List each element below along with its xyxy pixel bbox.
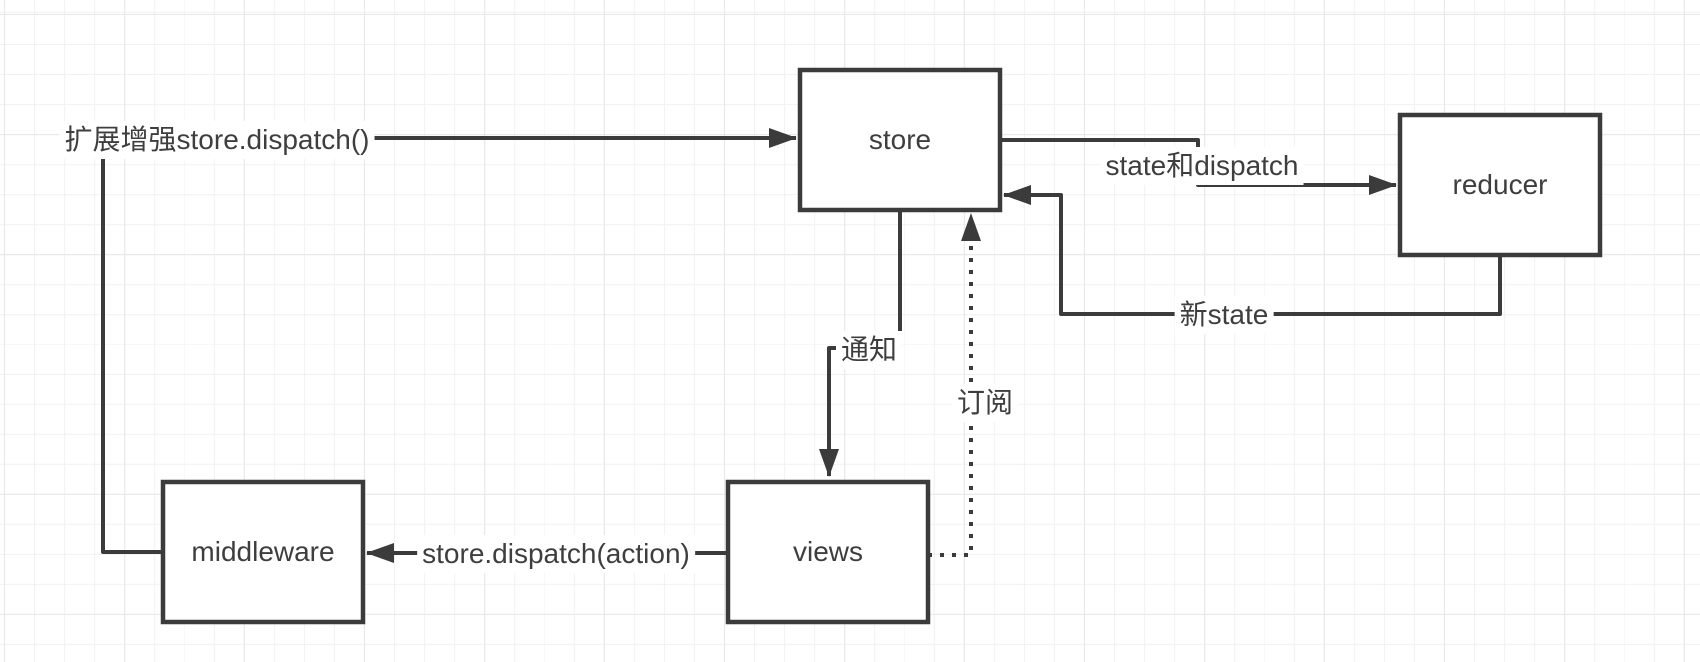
edge-label-dispatch-action[interactable]: store.dispatch(action) — [417, 535, 695, 573]
node-store[interactable] — [797, 67, 1003, 213]
edge-label-state-and-dispatch[interactable]: state和dispatch — [1100, 147, 1304, 185]
edge-label-subscribe[interactable]: 订阅 — [951, 384, 1019, 422]
node-middleware[interactable] — [160, 479, 366, 625]
edge-label-enhance-dispatch[interactable]: 扩展增强store.dispatch() — [59, 121, 375, 159]
node-views[interactable] — [725, 479, 931, 625]
edge-new-state[interactable] — [1003, 185, 1502, 316]
edge-subscribe[interactable] — [928, 213, 981, 557]
edge-label-new-state[interactable]: 新state — [1174, 296, 1274, 334]
edge-label-notify[interactable]: 通知 — [835, 331, 903, 369]
node-reducer[interactable] — [1397, 112, 1603, 258]
edge-enhance-dispatch[interactable] — [101, 128, 797, 554]
